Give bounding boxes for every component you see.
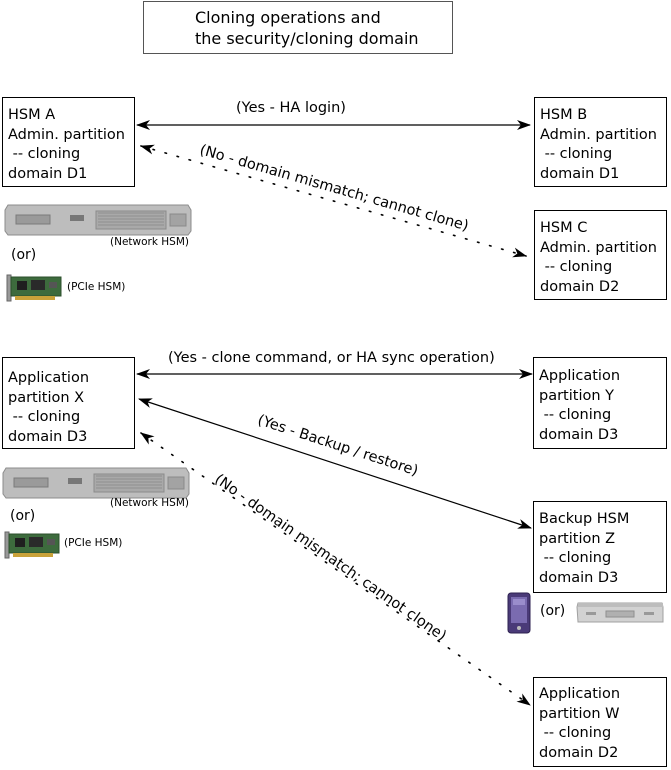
app-y-box: Application partition Y -- cloning domai… <box>533 357 667 449</box>
app-y-line-3: -- cloning <box>539 407 612 423</box>
mismatch-top-arrow <box>140 144 527 258</box>
backup-z-line-2: partition Z <box>539 530 616 547</box>
hsm-a-line-3: -- cloning <box>8 146 81 162</box>
hsm-b-line-4: domain D1 <box>540 165 620 182</box>
hsm-b-line-2: Admin. partition <box>540 126 657 143</box>
app-w-line-1: Application <box>539 686 621 702</box>
hsm-a-line-1: HSM A <box>8 107 56 123</box>
backup-restore-arrow <box>138 398 532 529</box>
hsm-b-box: HSM B Admin. partition -- cloning domain… <box>534 97 667 187</box>
app-x-box: Application partition X -- cloning domai… <box>2 357 135 449</box>
app-w-line-4: domain D2 <box>539 744 619 761</box>
ha-login-label: (Yes - HA login) <box>236 100 346 116</box>
title-line-1: Cloning operations and <box>195 8 381 27</box>
app-y-line-1: Application <box>539 368 621 384</box>
app-x-line-1: Application <box>8 370 90 386</box>
or-label-bottom: (or) <box>10 508 36 524</box>
hsm-c-line-4: domain D2 <box>540 278 620 295</box>
network-hsm-icon <box>2 467 190 499</box>
pcie-hsm-label-top: (PCIe HSM) <box>67 281 126 293</box>
clone-sync-label: (Yes - clone command, or HA sync operati… <box>168 350 495 366</box>
hsm-a-box: HSM A Admin. partition -- cloning domain… <box>2 97 135 187</box>
hsm-c-line-3: -- cloning <box>540 259 613 275</box>
title-line-2: the security/cloning domain <box>195 29 419 48</box>
diagram-title: Cloning operations and the security/clon… <box>143 1 453 54</box>
pcie-hsm-icon <box>6 274 62 302</box>
app-x-line-3: -- cloning <box>8 409 81 425</box>
pcie-hsm-label-bottom: (PCIe HSM) <box>64 537 123 549</box>
network-hsm-label-top: (Network HSM) <box>110 236 189 248</box>
pcie-hsm-icon <box>4 531 60 559</box>
backup-hsm-device-icon <box>507 592 531 634</box>
hsm-b-line-1: HSM B <box>540 107 588 123</box>
mismatch-bottom-arrow <box>140 432 531 706</box>
app-w-box: Application partition W -- cloning domai… <box>533 677 667 767</box>
app-y-line-2: partition Y <box>539 387 615 404</box>
backup-z-line-3: -- cloning <box>539 550 612 566</box>
app-w-line-3: -- cloning <box>539 725 612 741</box>
network-hsm-icon <box>4 204 192 236</box>
hsm-c-box: HSM C Admin. partition -- cloning domain… <box>534 210 667 300</box>
hsm-a-line-2: Admin. partition <box>8 126 125 143</box>
hsm-a-line-4: domain D1 <box>8 165 88 182</box>
backup-z-line-4: domain D3 <box>539 569 619 586</box>
or-label-backup: (or) <box>540 603 566 619</box>
network-hsm-label-bottom: (Network HSM) <box>110 497 189 509</box>
backup-appliance-icon <box>576 602 664 623</box>
app-x-line-2: partition X <box>8 389 85 406</box>
app-x-line-4: domain D3 <box>8 428 88 445</box>
or-label-top: (or) <box>11 247 37 263</box>
hsm-c-line-2: Admin. partition <box>540 239 657 256</box>
hsm-b-line-3: -- cloning <box>540 146 613 162</box>
app-y-line-4: domain D3 <box>539 426 619 443</box>
hsm-c-line-1: HSM C <box>540 220 588 236</box>
app-w-line-2: partition W <box>539 705 620 722</box>
backup-z-line-1: Backup HSM <box>539 511 630 527</box>
backup-z-box: Backup HSM partition Z -- cloning domain… <box>533 501 667 593</box>
